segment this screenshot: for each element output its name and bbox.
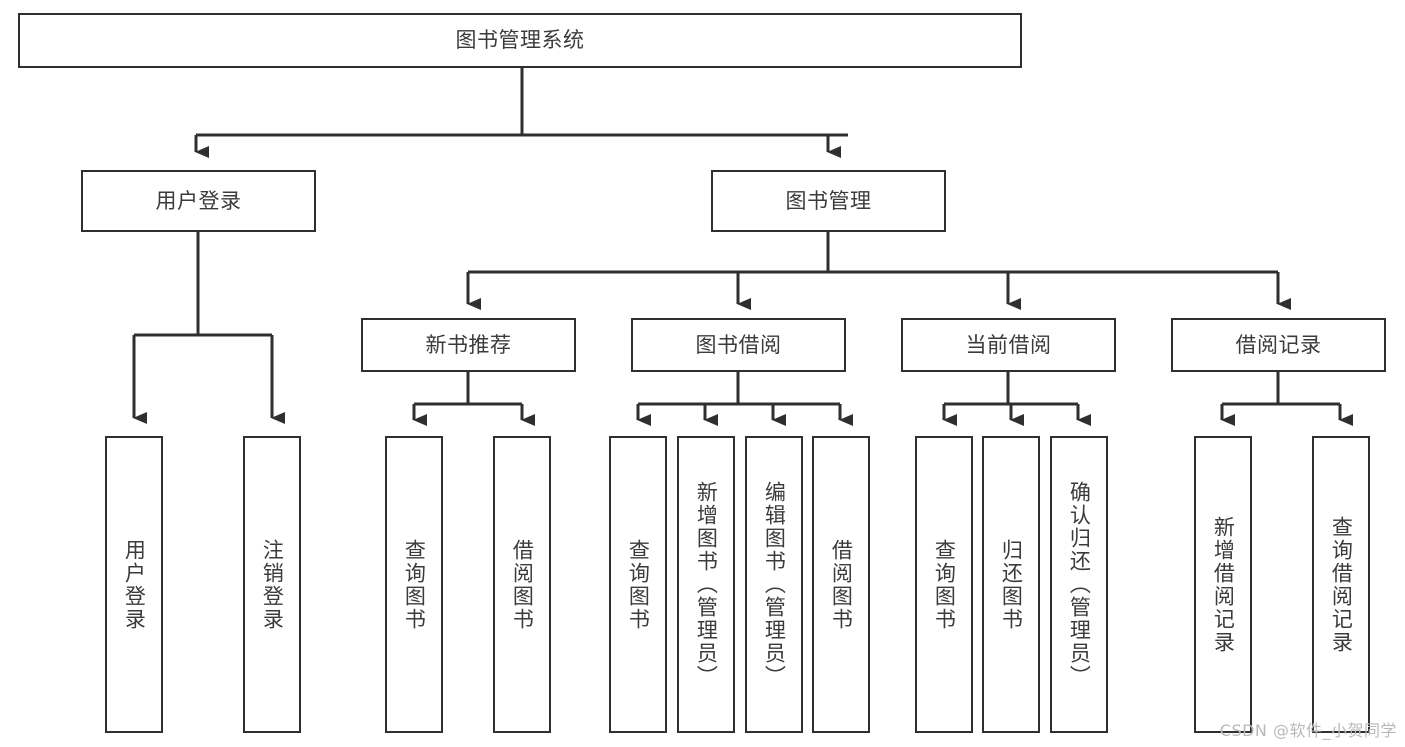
node-leaf-query-book-1[interactable]: 查询图书	[385, 436, 443, 733]
node-leaf-user-login-label: 用户登录	[122, 538, 147, 631]
node-book-borrow[interactable]: 图书借阅	[631, 318, 846, 372]
node-book-management[interactable]: 图书管理	[711, 170, 946, 232]
node-current-borrow[interactable]: 当前借阅	[901, 318, 1116, 372]
node-leaf-edit-book-admin-label: 编辑图书（管理员）	[762, 481, 787, 688]
node-leaf-logout-login-label: 注销登录	[260, 538, 285, 631]
node-root[interactable]: 图书管理系统	[18, 13, 1022, 68]
node-borrow-record[interactable]: 借阅记录	[1171, 318, 1386, 372]
node-leaf-query-book-3[interactable]: 查询图书	[915, 436, 973, 733]
node-user-login-label: 用户登录	[155, 188, 242, 213]
node-leaf-confirm-return-admin-label: 确认归还（管理员）	[1067, 481, 1092, 688]
node-leaf-query-book-1-label: 查询图书	[402, 538, 427, 631]
node-leaf-borrow-book-1[interactable]: 借阅图书	[493, 436, 551, 733]
node-current-borrow-label: 当前借阅	[965, 332, 1052, 357]
node-leaf-query-book-2[interactable]: 查询图书	[609, 436, 667, 733]
node-leaf-query-borrow-record[interactable]: 查询借阅记录	[1312, 436, 1370, 733]
node-leaf-return-book-label: 归还图书	[999, 538, 1024, 631]
node-leaf-logout-login[interactable]: 注销登录	[243, 436, 301, 733]
node-leaf-borrow-book-1-label: 借阅图书	[510, 538, 535, 631]
node-root-label: 图书管理系统	[455, 28, 585, 53]
node-leaf-user-login[interactable]: 用户登录	[105, 436, 163, 733]
node-leaf-confirm-return-admin[interactable]: 确认归还（管理员）	[1050, 436, 1108, 733]
node-leaf-return-book[interactable]: 归还图书	[982, 436, 1040, 733]
node-leaf-add-borrow-record-label: 新增借阅记录	[1211, 515, 1236, 654]
node-leaf-add-book-admin[interactable]: 新增图书（管理员）	[677, 436, 735, 733]
node-new-book-recommend-label: 新书推荐	[425, 332, 512, 357]
node-leaf-query-borrow-record-label: 查询借阅记录	[1329, 515, 1354, 654]
node-user-login[interactable]: 用户登录	[81, 170, 316, 232]
node-book-management-label: 图书管理	[785, 188, 872, 213]
node-book-borrow-label: 图书借阅	[695, 332, 782, 357]
node-leaf-borrow-book-2[interactable]: 借阅图书	[812, 436, 870, 733]
node-leaf-query-book-3-label: 查询图书	[932, 538, 957, 631]
node-leaf-query-book-2-label: 查询图书	[626, 538, 651, 631]
node-leaf-borrow-book-2-label: 借阅图书	[829, 538, 854, 631]
node-borrow-record-label: 借阅记录	[1235, 332, 1322, 357]
node-leaf-add-book-admin-label: 新增图书（管理员）	[694, 481, 719, 688]
node-leaf-edit-book-admin[interactable]: 编辑图书（管理员）	[745, 436, 803, 733]
node-leaf-add-borrow-record[interactable]: 新增借阅记录	[1194, 436, 1252, 733]
node-new-book-recommend[interactable]: 新书推荐	[361, 318, 576, 372]
